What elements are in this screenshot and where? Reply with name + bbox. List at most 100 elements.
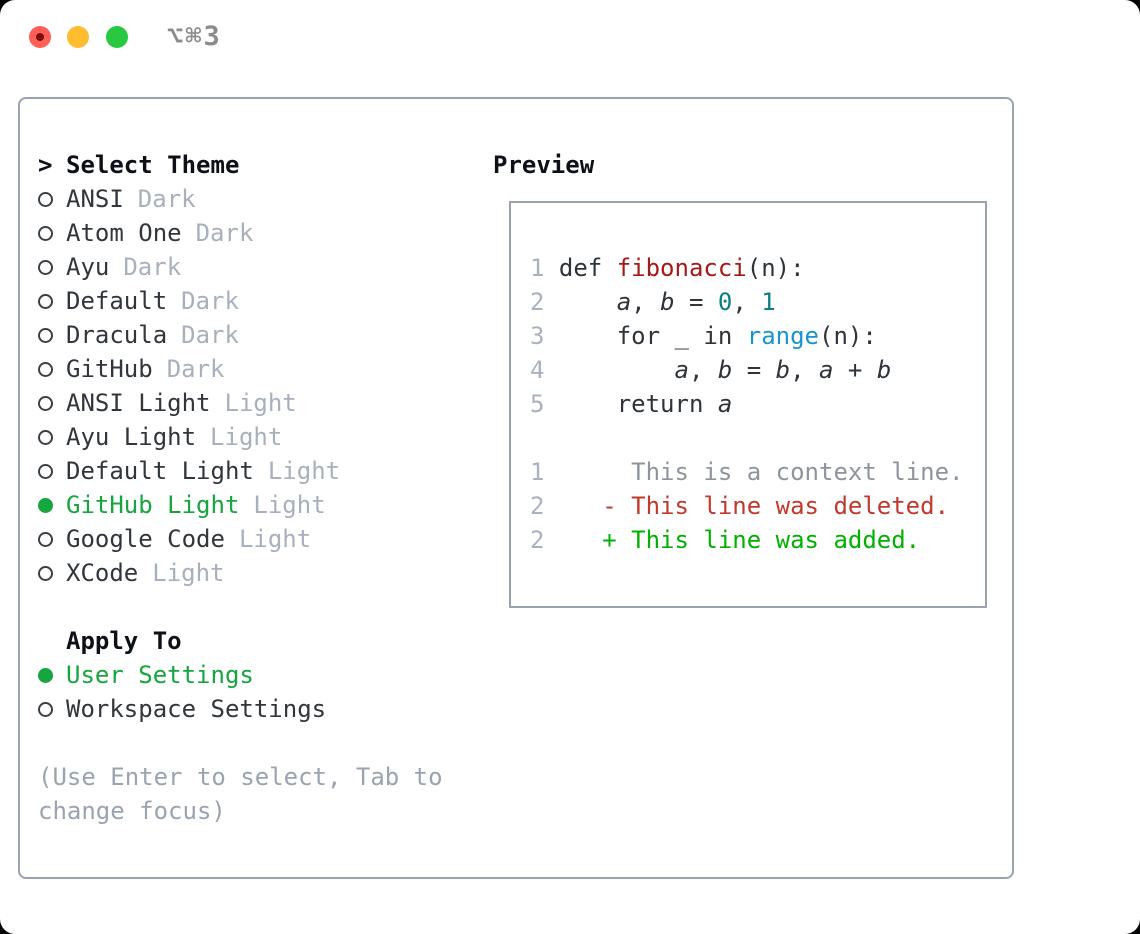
theme-option-label: ANSI <box>66 185 124 213</box>
code-token: This is a context line. <box>631 458 964 486</box>
theme-option-ansi[interactable]: ANSI Dark <box>38 182 468 216</box>
radio-unselected-icon <box>38 429 53 445</box>
theme-variant-tag: Dark <box>181 287 239 315</box>
theme-variant-tag: Light <box>267 457 341 485</box>
theme-variant-tag: Dark <box>137 185 196 213</box>
radio-unselected-icon <box>38 293 53 309</box>
code-token <box>544 492 602 520</box>
theme-variant-tag: Dark <box>166 355 225 383</box>
preview-code-line: 1 This is a context line. <box>530 455 985 489</box>
code-token: , <box>631 288 661 316</box>
code-token: , <box>790 356 820 384</box>
code-token: 2 <box>530 492 545 520</box>
code-token: a <box>717 390 733 418</box>
code-token <box>544 254 558 282</box>
theme-variant-tag: Light <box>152 559 225 587</box>
select-theme-heading: Select Theme <box>66 151 240 179</box>
cursor-prefix: > <box>38 151 53 179</box>
radio-selected-icon <box>38 667 53 683</box>
code-token <box>544 288 616 316</box>
code-token: 1 <box>530 458 545 486</box>
radio-unselected-icon <box>38 327 53 343</box>
radio-unselected-icon <box>38 395 53 411</box>
theme-option-label: Google Code <box>66 525 225 553</box>
code-token: 1 <box>761 288 776 316</box>
theme-option-label: GitHub Light <box>66 491 240 519</box>
preview-heading: Preview <box>493 151 595 179</box>
code-token: = <box>674 288 718 316</box>
code-token: 2 <box>530 526 545 554</box>
apply-option-label: Workspace Settings <box>66 695 327 723</box>
theme-option-default[interactable]: Default Dark <box>38 284 468 318</box>
code-token <box>544 458 631 486</box>
radio-unselected-icon <box>38 225 53 241</box>
theme-variant-tag: Light <box>224 389 297 417</box>
theme-variant-tag: Light <box>253 491 326 519</box>
apply-to-heading: Apply To <box>66 627 182 655</box>
theme-option-label: Default <box>66 287 168 315</box>
theme-option-xcode[interactable]: XCode Light <box>38 556 468 590</box>
preview-section: Preview 1 def fibonacci(n):2 a, b = 0, 1… <box>493 148 987 608</box>
theme-variant-tag: Dark <box>181 321 239 349</box>
theme-variant-tag: Light <box>210 423 283 451</box>
code-token: a <box>616 288 632 316</box>
code-token: 3 <box>530 322 545 350</box>
minimize-button[interactable] <box>67 26 89 48</box>
select-theme-heading-row: > Select Theme <box>38 148 468 182</box>
code-token: b <box>660 288 675 316</box>
apply-option-workspace-settings[interactable]: Workspace Settings <box>38 692 468 726</box>
radio-unselected-icon <box>38 259 53 275</box>
code-token: return <box>544 390 718 418</box>
radio-selected-icon <box>38 497 53 513</box>
theme-option-label: Ayu Light <box>66 423 197 451</box>
code-token: a <box>674 356 689 384</box>
apply-to-heading-row: Apply To <box>38 624 468 658</box>
theme-option-github-light[interactable]: GitHub Light Light <box>38 488 468 522</box>
code-token: , <box>688 356 718 384</box>
preview-code-line: 3 for _ in range(n): <box>530 319 985 353</box>
code-token: 4 <box>530 356 545 384</box>
code-token: fibonacci <box>616 254 747 282</box>
close-button[interactable] <box>29 26 51 48</box>
preview-blank-line <box>530 421 985 455</box>
theme-option-ansi-light[interactable]: ANSI Light Light <box>38 386 468 420</box>
code-token: = <box>732 356 776 384</box>
code-token: 2 <box>530 288 545 316</box>
preview-code-line: 2 a, b = 0, 1 <box>530 285 985 319</box>
code-token: b <box>717 356 733 384</box>
theme-variant-tag: Dark <box>195 219 254 247</box>
preview-code-line: 1 def fibonacci(n): <box>530 251 985 285</box>
theme-option-label: ANSI Light <box>66 389 211 417</box>
code-token: (n): <box>746 254 805 282</box>
radio-unselected-icon <box>38 361 53 377</box>
spacer <box>38 590 468 624</box>
theme-option-label: Dracula <box>66 321 168 349</box>
theme-option-ayu-light[interactable]: Ayu Light Light <box>38 420 468 454</box>
code-token <box>544 526 602 554</box>
radio-unselected-icon <box>38 463 53 479</box>
window-title: ⌥⌘3 <box>167 21 222 52</box>
theme-option-ayu[interactable]: Ayu Dark <box>38 250 468 284</box>
theme-option-dracula[interactable]: Dracula Dark <box>38 318 468 352</box>
code-token: (n): <box>819 322 877 350</box>
code-token: 0 <box>717 288 733 316</box>
code-token: b <box>876 356 892 384</box>
preview-code-line: 4 a, b = b, a + b <box>530 353 985 387</box>
preview-code-line: 5 return a <box>530 387 985 421</box>
code-token: b <box>775 356 791 384</box>
theme-option-label: XCode <box>66 559 139 587</box>
theme-variant-tag: Dark <box>123 253 182 281</box>
theme-option-label: Ayu <box>66 253 110 281</box>
zoom-button[interactable] <box>106 26 128 48</box>
code-token: def <box>558 254 617 282</box>
apply-option-user-settings[interactable]: User Settings <box>38 658 468 692</box>
